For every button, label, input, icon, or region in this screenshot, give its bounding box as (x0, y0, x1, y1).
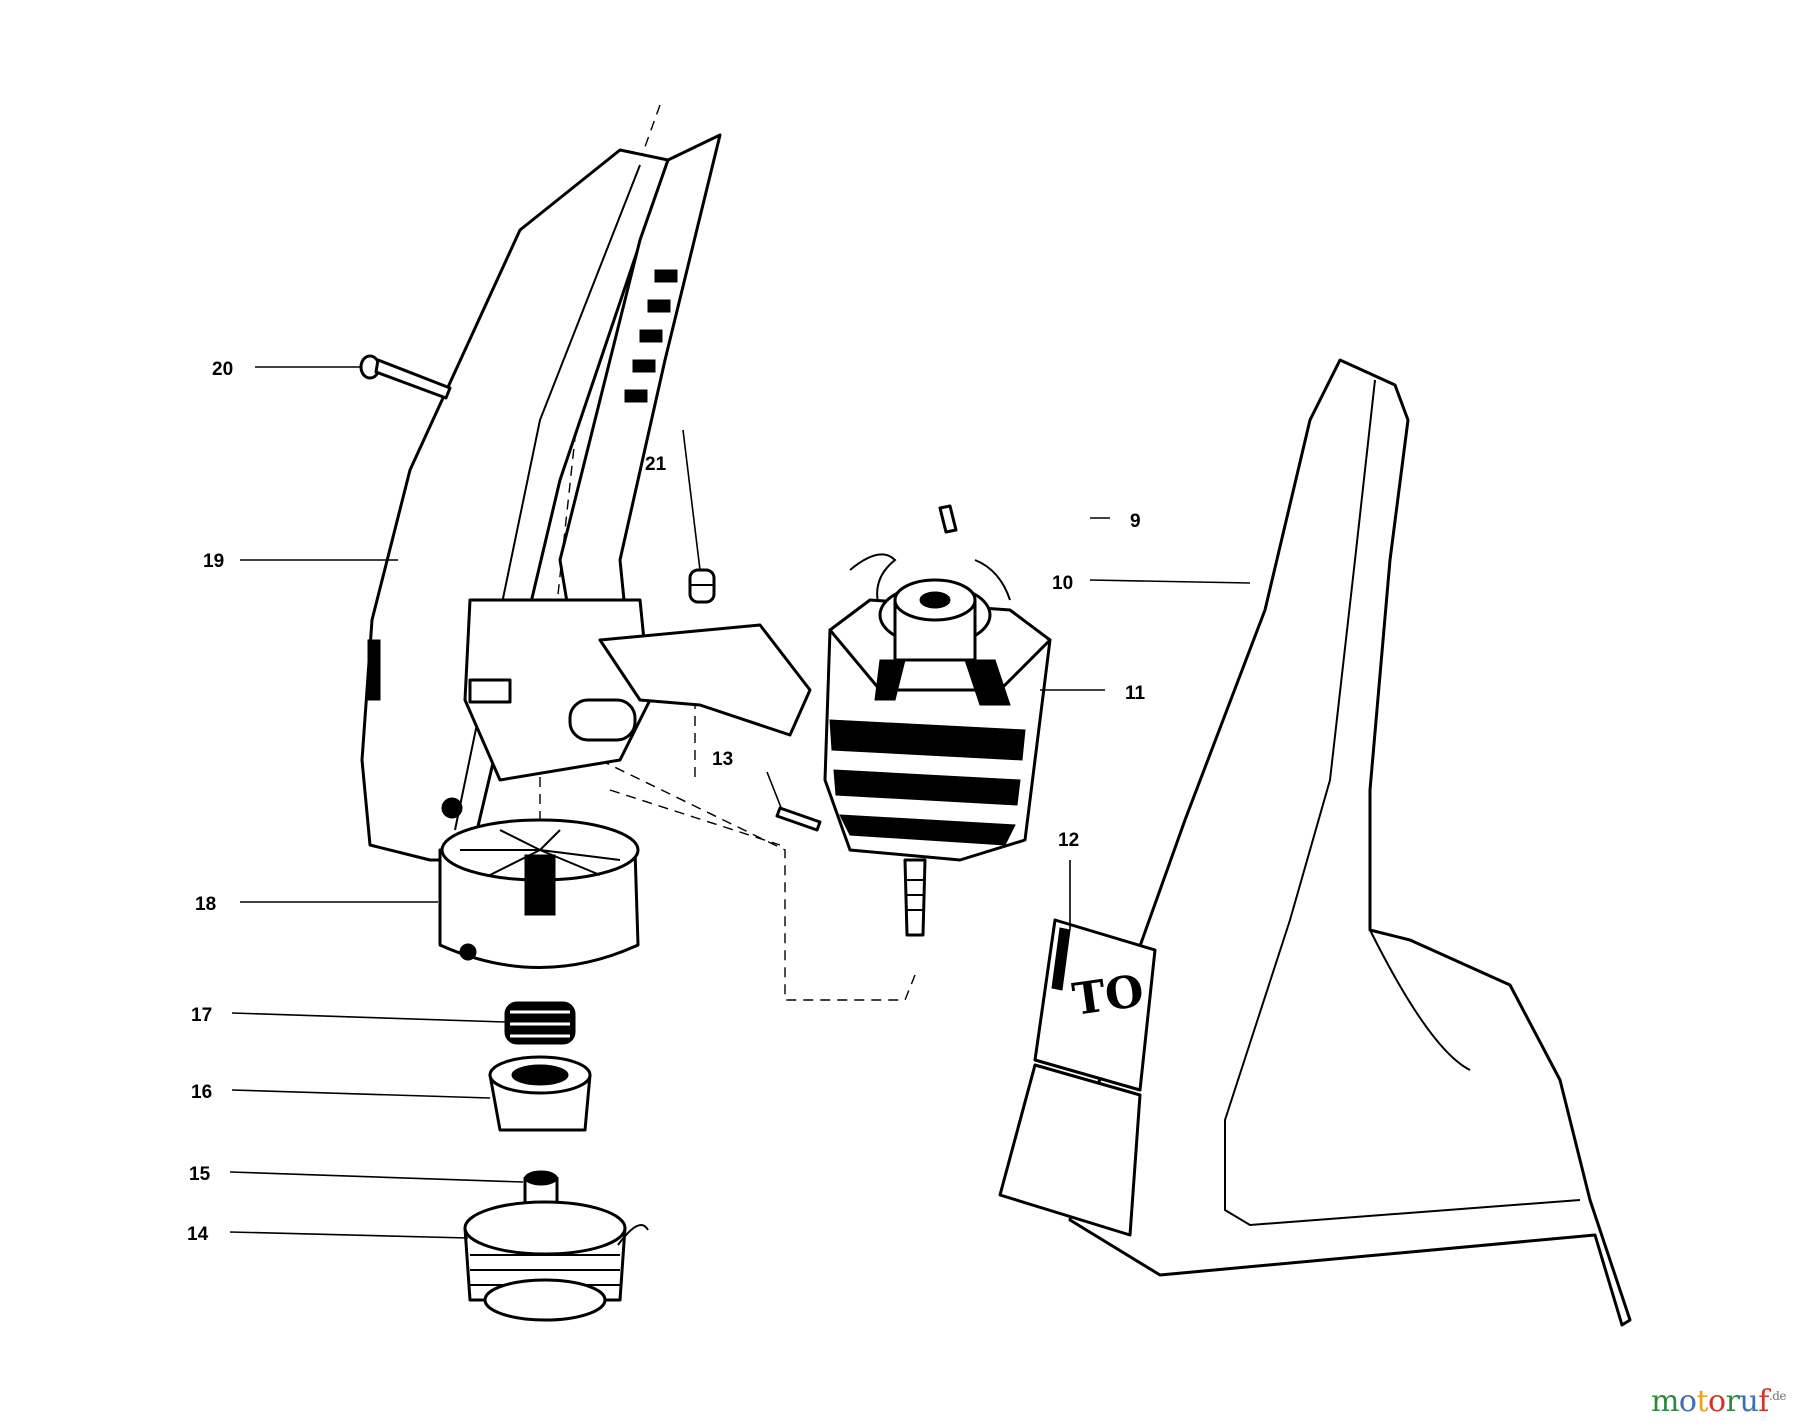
callout-15: 15 (189, 1164, 211, 1185)
screw-part-9 (938, 504, 958, 534)
housing-cover-part-10 (1068, 358, 1632, 1327)
watermark-brand: motoruf (1650, 1384, 1769, 1419)
callout-9: 9 (1130, 511, 1141, 532)
screw-part-20 (359, 354, 452, 400)
vent-slots (624, 269, 678, 403)
callout-18: 18 (195, 894, 216, 915)
watermark-logo: motoruf.de (1650, 1384, 1787, 1419)
callout-21: 21 (645, 454, 667, 475)
decal-part-12: TO (998, 918, 1157, 1237)
callout-14: 14 (187, 1224, 209, 1245)
callout-13: 13 (712, 749, 733, 770)
callout-11: 11 (1125, 683, 1146, 704)
housing-half-part-19 (360, 133, 812, 862)
callout-17: 17 (191, 1005, 212, 1026)
callout-10: 10 (1052, 573, 1073, 594)
spring-part-17 (504, 1001, 576, 1045)
leader-lines (229, 366, 1251, 1239)
cap-part-21 (688, 568, 716, 604)
callout-12: 12 (1058, 830, 1079, 851)
callout-16: 16 (191, 1082, 212, 1103)
callout-labels: 20 19 21 9 10 11 12 13 18 17 16 15 14 (187, 359, 1146, 1245)
callout-19: 19 (203, 551, 224, 572)
spool-housing-part-16 (488, 1055, 592, 1132)
motor-windings (829, 719, 1026, 846)
fan-part-18 (438, 818, 640, 969)
spool-part-14 (463, 1200, 649, 1322)
pin-part-13 (775, 806, 822, 832)
motor-part-11 (823, 553, 1052, 937)
watermark-tld: .de (1768, 1389, 1787, 1403)
callout-20: 20 (212, 359, 233, 380)
decal-text: TO (1069, 965, 1146, 1025)
